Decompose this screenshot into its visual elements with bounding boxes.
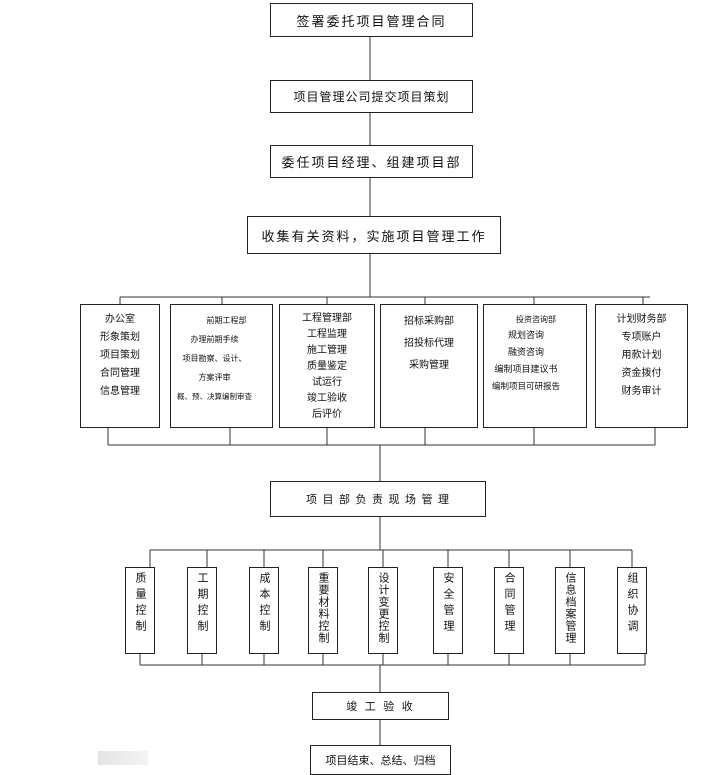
control-design-change: 设计变更控制: [368, 567, 398, 654]
dept-engineering: 工程管理部 工程监理 施工管理 质量鉴定 试运行 竣工验收 后评价: [279, 304, 375, 428]
control-label: 质量控制: [134, 572, 147, 636]
step-collect-data: 收集有关资料，实施项目管理工作: [247, 216, 501, 254]
dept-item: 融资咨询: [508, 348, 545, 358]
dept-item: 施工管理: [307, 345, 347, 356]
dept-title: 办公室: [105, 314, 135, 325]
step-label: 竣 工 验 收: [346, 700, 415, 713]
step-label: 项 目 部 负 责 现 场 管 理: [306, 493, 450, 506]
dept-item: 合同管理: [100, 368, 140, 379]
control-contract: 合同管理: [494, 567, 524, 654]
control-label: 安全管理: [442, 572, 455, 636]
dept-finance: 计划财务部 专项账户 用款计划 资金拨付 财务审计: [595, 304, 688, 428]
step-appoint-manager: 委任项目经理、组建项目部: [270, 145, 473, 178]
dept-item: 项目勘察、设计、: [182, 354, 247, 363]
dept-item: 资金拨付: [621, 368, 662, 379]
dept-item: 财务审计: [621, 386, 662, 397]
dept-item: 概、预、决算编制审查: [177, 392, 252, 401]
dept-item: 用款计划: [621, 350, 662, 361]
step-site-management: 项 目 部 负 责 现 场 管 理: [270, 481, 486, 517]
dept-item: 规划咨询: [508, 331, 545, 341]
dept-item: 编制项目建议书: [494, 365, 558, 375]
dept-item: 信息管理: [100, 386, 140, 397]
step-sign-contract: 签署委托项目管理合同: [270, 3, 473, 37]
dept-title: 投资咨询部: [516, 315, 556, 324]
dept-preliminary: 前期工程部 办理前期手续 项目勘察、设计、 方案评审 概、预、决算编制审查: [170, 304, 273, 428]
control-cost: 成本控制: [249, 567, 279, 654]
dept-item: 采购管理: [409, 360, 449, 371]
dept-title: 计划财务部: [616, 314, 667, 325]
dept-item: 质量鉴定: [307, 361, 347, 372]
step-completion-acceptance: 竣 工 验 收: [312, 692, 449, 720]
control-label: 组织协调: [626, 572, 639, 636]
step-label: 项目结束、总结、归档: [325, 754, 436, 767]
dept-title: 前期工程部: [206, 316, 247, 325]
step-label: 委任项目经理、组建项目部: [281, 156, 462, 171]
control-safety: 安全管理: [433, 567, 463, 654]
dept-item: 竣工验收: [307, 393, 347, 404]
control-coordination: 组织协调: [617, 567, 647, 654]
step-submit-plan: 项目管理公司提交项目策划: [270, 80, 473, 113]
dept-title: 招标采购部: [404, 316, 454, 327]
dept-procurement: 招标采购部 招投标代理 采购管理: [380, 304, 478, 428]
control-label: 成本控制: [258, 572, 271, 636]
dept-item: 专项账户: [621, 332, 662, 343]
step-label: 收集有关资料，实施项目管理工作: [261, 229, 487, 245]
dept-item: 形象策划: [100, 332, 140, 343]
dept-office: 办公室 形象策划 项目策划 合同管理 信息管理: [80, 304, 160, 428]
control-label: 信息档案管理: [564, 572, 577, 644]
dept-item: 试运行: [312, 377, 342, 388]
dept-item: 项目策划: [100, 350, 140, 361]
control-label: 工期控制: [196, 572, 209, 636]
control-information: 信息档案管理: [555, 567, 585, 654]
watermark-blur: [98, 751, 148, 765]
control-materials: 重要材料控制: [308, 567, 338, 654]
dept-item: 招投标代理: [404, 338, 454, 349]
control-label: 重要材料控制: [317, 572, 330, 644]
step-label: 签署委托项目管理合同: [296, 14, 447, 30]
dept-item: 办理前期手续: [190, 335, 239, 344]
dept-item: 方案评审: [198, 373, 231, 382]
control-label: 合同管理: [503, 572, 516, 636]
step-project-closure: 项目结束、总结、归档: [310, 745, 451, 775]
dept-item: 工程监理: [307, 329, 347, 340]
dept-item: 后评价: [312, 409, 342, 420]
step-label: 项目管理公司提交项目策划: [293, 90, 450, 104]
dept-item: 编制项目可研报告: [492, 382, 561, 392]
control-label: 设计变更控制: [377, 572, 390, 644]
control-quality: 质量控制: [125, 567, 155, 654]
dept-investment: 投资咨询部 规划咨询 融资咨询 编制项目建议书 编制项目可研报告: [483, 304, 587, 428]
control-schedule: 工期控制: [187, 567, 217, 654]
dept-title: 工程管理部: [302, 313, 352, 324]
